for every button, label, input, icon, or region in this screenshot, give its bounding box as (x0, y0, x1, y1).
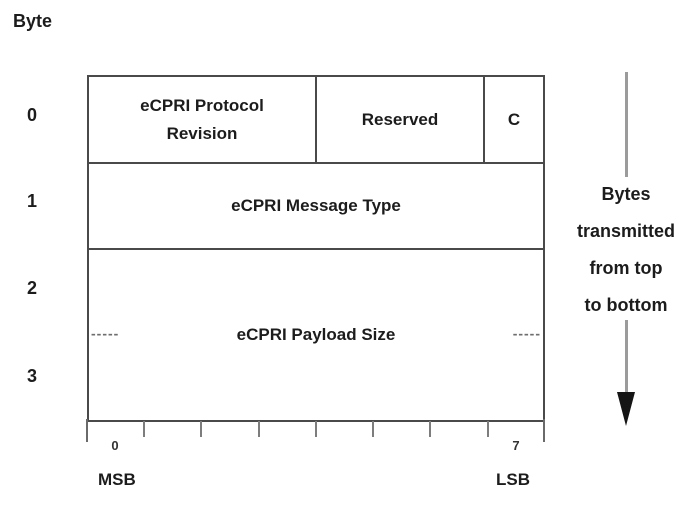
field-ecpri-message-type: eCPRI Message Type (231, 196, 401, 215)
transmission-arrow-line-bottom (625, 320, 628, 394)
field-c-bit: C (507, 109, 521, 129)
continuation-dashes-right: ----- (512, 325, 541, 342)
byte2-3-row: ----- eCPRI Payload Size ----- (89, 250, 543, 420)
msb-label: MSB (98, 470, 136, 489)
byte-number-1: 1 (26, 191, 37, 211)
byte-number-0: 0 (26, 105, 37, 125)
bit-tick (200, 421, 202, 437)
bit-label-0: 0 (111, 438, 119, 453)
bit-label-7: 7 (512, 438, 520, 453)
bit-tick (487, 421, 489, 437)
byte-number-3: 3 (26, 366, 37, 386)
bit-tick (429, 421, 431, 437)
byte-axis-title: Byte (13, 11, 53, 31)
byte0-row: eCPRI Protocol Revision Reserved C (89, 77, 543, 164)
field-ecpri-payload-size: eCPRI Payload Size (236, 325, 396, 344)
bit-tick (86, 419, 88, 442)
transmission-arrow-line-top (625, 72, 628, 177)
field-ecpri-protocol-revision: eCPRI Protocol Revision (89, 77, 317, 162)
continuation-dashes-left: ----- (91, 325, 120, 342)
byte-number-2: 2 (26, 278, 37, 298)
bit-tick (258, 421, 260, 437)
down-arrow-icon (617, 392, 635, 426)
bit-tick (315, 421, 317, 437)
bit-tick (543, 419, 545, 442)
lsb-label: LSB (496, 470, 530, 489)
byte1-row: eCPRI Message Type (89, 164, 543, 250)
field-reserved: Reserved (317, 77, 485, 162)
transmission-direction-note: Bytes transmitted from top to bottom (576, 184, 675, 315)
bit-tick (143, 421, 145, 437)
bit-tick (372, 421, 374, 437)
header-format-table: eCPRI Protocol Revision Reserved C eCPRI… (87, 75, 545, 422)
